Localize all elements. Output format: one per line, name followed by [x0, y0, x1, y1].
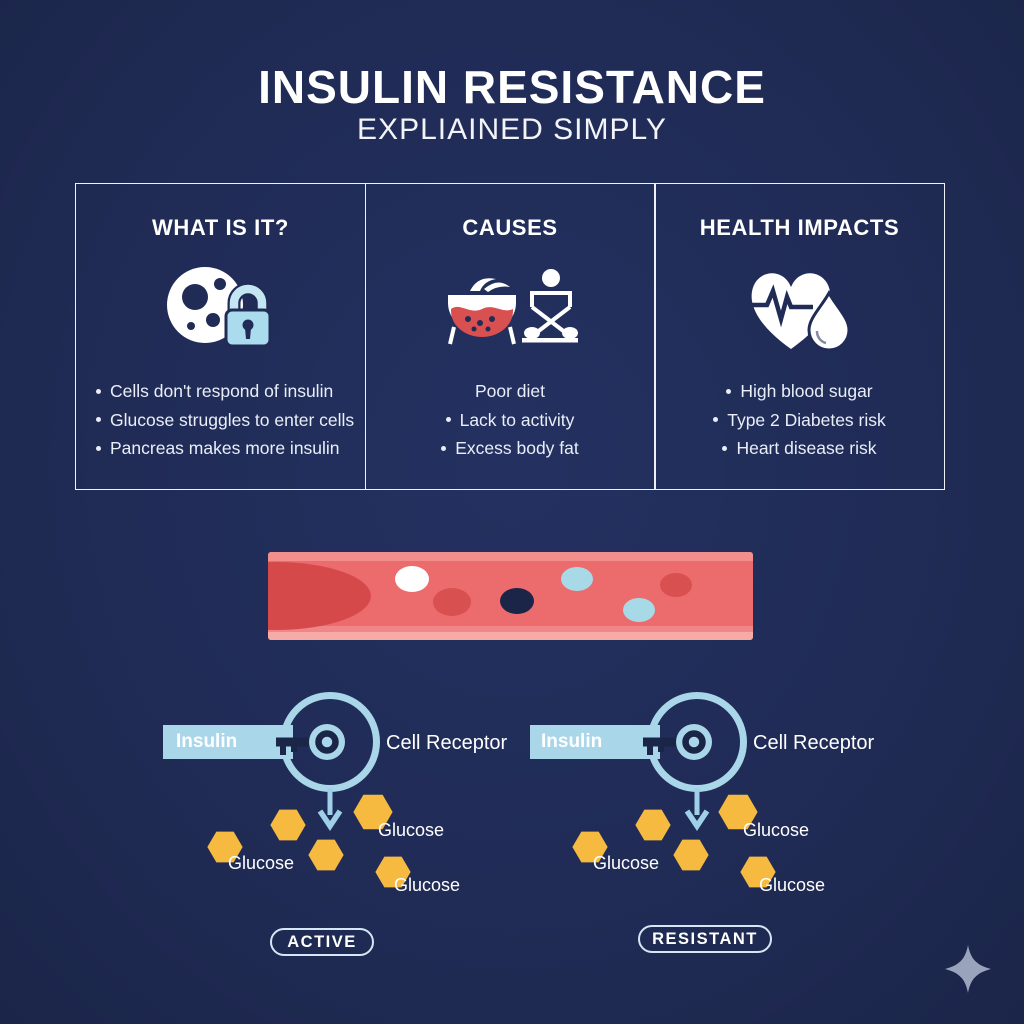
- insulin-key-receptor-diagram-left: [163, 692, 380, 831]
- red-blood-mass: [268, 562, 371, 630]
- bullet-text: High blood sugar: [740, 381, 873, 401]
- bullet-item: Excess body fat: [441, 434, 579, 463]
- bullet-dot-icon: [722, 445, 728, 451]
- key-icon: [643, 737, 681, 747]
- bullet-item: Cells don't respond of insulin: [96, 377, 354, 406]
- cell-receptor-label-left: Cell Receptor: [386, 732, 508, 754]
- bullet-text: Type 2 Diabetes risk: [727, 409, 886, 430]
- white-cell: [395, 566, 429, 592]
- bullet-dot-icon: [445, 417, 451, 423]
- page-title: INSULIN RESISTANCE: [258, 61, 766, 113]
- bullet-item: Poor diet: [441, 377, 579, 406]
- cell-padlock-icon: [165, 257, 277, 355]
- box-what-is-it-header: WHAT IS IT?: [152, 215, 289, 240]
- bullet-text: Heart disease risk: [736, 438, 877, 458]
- sparkle-icon: [945, 945, 991, 993]
- box-what-is-it: WHAT IS IT? Cells don't respond of insul…: [75, 183, 366, 490]
- box-health-impacts-header: HEALTH IMPACTS: [699, 215, 900, 240]
- poor-diet-and-sedentary-icons: [440, 257, 580, 355]
- blue-cell: [623, 598, 655, 622]
- insulin-label-left: Insulin: [176, 731, 238, 752]
- info-boxes: WHAT IS IT? Cells don't respond of insul…: [75, 183, 945, 490]
- heart-pulse-droplet-icon: [741, 257, 859, 355]
- bullet-text: Poor diet: [474, 381, 546, 401]
- bullet-item: Heart disease risk: [713, 434, 886, 463]
- bullet-text: Glucose struggles to enter cells: [110, 409, 355, 430]
- what-is-it-bullet-list: Cells don't respond of insulin Glucose s…: [76, 377, 354, 463]
- insulin-key-receptor-diagram-right: [530, 692, 747, 831]
- box-causes: CAUSES: [364, 183, 656, 490]
- insulin-label-right: Insulin: [541, 731, 603, 752]
- causes-bullet-list: Poor diet Lack to activity Excess body f…: [441, 377, 579, 463]
- key-icon: [276, 737, 314, 747]
- bullet-item: High blood sugar: [713, 377, 886, 406]
- cell-receptor-label-right: Cell Receptor: [753, 732, 875, 754]
- bullet-item: Lack to activity: [441, 406, 579, 435]
- bullet-item: Pancreas makes more insulin: [96, 434, 354, 463]
- resistant-badge: RESISTANT: [638, 925, 772, 953]
- bullet-dot-icon: [726, 388, 732, 394]
- glucose-label: Glucose: [378, 820, 445, 840]
- red-cell: [433, 588, 471, 616]
- insulin-bar: [163, 725, 293, 759]
- glucose-label: Glucose: [743, 820, 810, 840]
- glucose-label: Glucose: [394, 875, 461, 895]
- bullet-dot-icon: [96, 388, 101, 394]
- bullet-text: Pancreas makes more insulin: [110, 438, 340, 458]
- bullet-dot-icon: [96, 445, 101, 451]
- navy-cell: [500, 588, 534, 614]
- active-badge: ACTIVE: [270, 928, 374, 956]
- ecg-line-icon: [748, 284, 813, 328]
- box-causes-header: CAUSES: [462, 215, 558, 240]
- bullet-dot-icon: [96, 417, 101, 423]
- sedentary-person-icon: [542, 269, 560, 287]
- glucose-label: Glucose: [228, 853, 295, 873]
- blood-vessel-illustration: [268, 552, 753, 640]
- health-impacts-bullet-list: High blood sugar Type 2 Diabetes risk He…: [713, 377, 886, 463]
- bullet-text: Lack to activity: [459, 409, 575, 430]
- glucose-hexagon-icon: [673, 839, 709, 871]
- blue-cell: [561, 567, 593, 591]
- red-cell: [660, 573, 692, 597]
- bullet-item: Type 2 Diabetes risk: [713, 406, 886, 435]
- page-subtitle: EXPLIAINED SIMPLY: [357, 113, 667, 146]
- glucose-label: Glucose: [593, 853, 660, 873]
- bullet-dot-icon: [713, 417, 719, 423]
- bullet-text: Cells don't respond of insulin: [110, 381, 334, 401]
- glucose-label: Glucose: [759, 875, 826, 895]
- bullet-text: Excess body fat: [455, 438, 579, 458]
- box-health-impacts: HEALTH IMPACTS High blood sugar Type 2 D…: [654, 183, 945, 490]
- glucose-hexagon-icon: [308, 839, 344, 871]
- insulin-bar: [530, 725, 660, 759]
- bullet-dot-icon: [441, 445, 447, 451]
- bullet-item: Glucose struggles to enter cells: [96, 406, 354, 435]
